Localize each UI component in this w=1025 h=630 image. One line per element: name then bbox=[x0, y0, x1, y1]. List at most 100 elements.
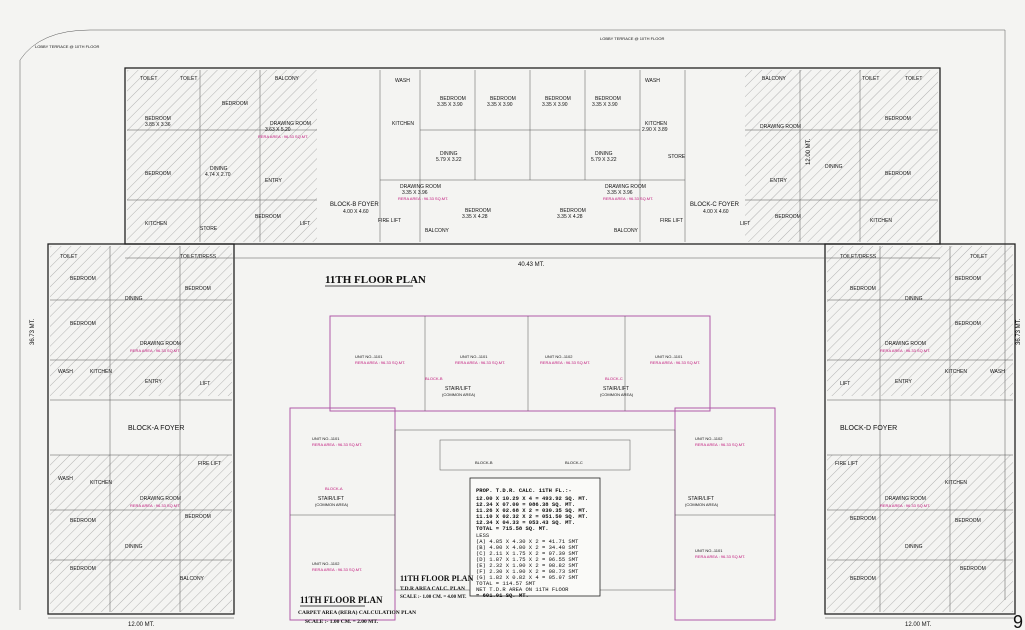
dimension-left: 36.73 MT. bbox=[30, 318, 36, 345]
room-label: BEDROOM bbox=[145, 116, 171, 122]
room-label: TOILET bbox=[862, 76, 879, 82]
calc-less-row: (B) 4.00 X 4.00 X 2 = 34.40 SMT bbox=[476, 544, 579, 551]
dimension-top-right-wing: 12.00 MT. bbox=[806, 138, 812, 165]
room-label: DINING bbox=[825, 164, 843, 170]
calc-less-row: (E) 2.32 X 1.90 X 2 = 08.82 SMT bbox=[476, 562, 579, 569]
room-label: BEDROOM bbox=[70, 321, 96, 327]
room-label: DRAWING ROOM bbox=[140, 496, 181, 502]
room-label: TOILET bbox=[180, 76, 197, 82]
room-label: KITCHEN bbox=[645, 121, 667, 127]
room-label: TOILET bbox=[140, 76, 157, 82]
rera-area-label: RERA AREA : 96.33 SQ.MT. bbox=[455, 360, 505, 365]
dimension-top: 40.43 MT. bbox=[518, 262, 545, 268]
rera-area-label: RERA AREA : 96.33 SQ.MT. bbox=[540, 360, 590, 365]
lobby-terrace-note: LOBBY TERRACE @ 10TH FLOOR bbox=[600, 36, 664, 41]
room-label: WASH bbox=[395, 78, 410, 84]
carpet-area-plan: UNIT NO.-1101 RERA AREA : 96.33 SQ.MT. U… bbox=[289, 315, 776, 621]
room-label: LIFT bbox=[300, 221, 310, 227]
calc-rows: 12.00 X 10.29 X 4 = 493.92 SQ. MT.12.34 … bbox=[476, 495, 588, 599]
right-wing-outline bbox=[824, 243, 1016, 615]
room-size: 3.35 X 4.28 bbox=[462, 214, 488, 220]
room-label: WASH bbox=[645, 78, 660, 84]
block-c-foyer-label: BLOCK-C FOYER bbox=[690, 202, 740, 208]
room-label: ENTRY bbox=[895, 379, 913, 385]
room-label: DINING bbox=[125, 296, 143, 302]
rera-area-label: RERA AREA : 96.33 SQ.MT. bbox=[880, 348, 930, 353]
unit-label: UNIT NO.-1102 bbox=[545, 354, 573, 359]
room-label: DINING bbox=[905, 296, 923, 302]
room-label: KITCHEN bbox=[870, 218, 892, 224]
room-label: STORE bbox=[668, 154, 686, 160]
flat-hatch-top-left bbox=[127, 70, 317, 242]
top-wing-partitions bbox=[127, 70, 938, 242]
room-label: BEDROOM bbox=[70, 566, 96, 572]
rera-area-label: RERA AREA : 96.33 SQ.MT. bbox=[312, 567, 362, 572]
common-area-label: (COMMON AREA) bbox=[442, 392, 476, 397]
flat-hatch-right-lower bbox=[827, 455, 1013, 612]
left-wing-outline bbox=[47, 243, 235, 615]
room-label: DRAWING ROOM bbox=[400, 184, 441, 190]
stair-lift-label: STAIR/LIFT bbox=[603, 386, 629, 392]
tdr-calc-plan: BLOCK-B BLOCK-C PROP. T.D.R. CALC. 11TH … bbox=[394, 429, 676, 599]
room-label: DINING bbox=[125, 544, 143, 550]
rera-area-label: RERA AREA : 96.33 SQ.MT. bbox=[355, 360, 405, 365]
common-area-label: (COMMON AREA) bbox=[600, 392, 634, 397]
room-size: 5.79 X 3.22 bbox=[591, 157, 617, 163]
room-label: ENTRY bbox=[265, 178, 283, 184]
calc-box bbox=[469, 477, 601, 597]
room-size: 4.74 X 2.70 bbox=[205, 172, 231, 178]
room-label: BALCONY bbox=[425, 228, 450, 234]
calc-row: 11.10 X 02.32 X 2 = 051.50 SQ. MT. bbox=[476, 513, 588, 520]
page-number: 9 bbox=[1013, 612, 1023, 630]
right-wing-partitions bbox=[827, 246, 1013, 612]
room-label: DINING bbox=[440, 151, 458, 157]
room-label: BEDROOM bbox=[850, 576, 876, 582]
room-label: BEDROOM bbox=[885, 116, 911, 122]
room-label: BEDROOM bbox=[850, 286, 876, 292]
room-label: BEDROOM bbox=[222, 101, 248, 107]
room-size: 3.35 X 3.90 bbox=[487, 102, 513, 108]
tdr-plan-title: 11TH FLOOR PLAN bbox=[400, 574, 474, 583]
tdr-subtitle: T.D.R AREA CALC. PLAN bbox=[400, 586, 465, 592]
room-label: BEDROOM bbox=[885, 171, 911, 177]
room-label: DINING bbox=[210, 166, 228, 172]
room-label: DRAWING ROOM bbox=[140, 341, 181, 347]
block-d-foyer-label: BLOCK-D FOYER bbox=[840, 425, 897, 432]
calc-less-row: (A) 4.85 X 4.30 X 2 = 41.71 SMT bbox=[476, 538, 579, 545]
room-label: KITCHEN bbox=[145, 221, 167, 227]
room-label: BEDROOM bbox=[955, 518, 981, 524]
rera-area-label: RERA AREA : 96.33 SQ.MT. bbox=[258, 134, 308, 139]
unit-label: UNIT NO.-1101 bbox=[460, 354, 488, 359]
room-label: BEDROOM bbox=[70, 276, 96, 282]
room-label: ENTRY bbox=[145, 379, 163, 385]
flat-hatch-right-upper bbox=[827, 246, 1013, 396]
calc-less-row: (C) 2.11 X 1.75 X 2 = 07.39 SMT bbox=[476, 550, 579, 557]
room-label: LIFT bbox=[200, 381, 210, 387]
room-label: BEDROOM bbox=[955, 276, 981, 282]
room-label: FIRE LIFT bbox=[835, 461, 858, 467]
rera-area-label: RERA AREA : 96.33 SQ.MT. bbox=[880, 503, 930, 508]
room-label: BEDROOM bbox=[70, 518, 96, 524]
dimension-right: 36.73 MT. bbox=[1016, 318, 1022, 345]
room-label: BEDROOM bbox=[560, 208, 586, 214]
tdr-scale: SCALE :- 1.00 CM. = 4.00 MT. bbox=[400, 595, 467, 600]
rera-area-label: RERA AREA : 96.33 SQ.MT. bbox=[650, 360, 700, 365]
room-labels: TOILET TOILET BALCONY BEDROOM 3.85 X 3.3… bbox=[58, 76, 1005, 582]
calc-less-total: TOTAL = 114.57 SMT bbox=[476, 580, 536, 587]
upper-plan-title: 11TH FLOOR PLAN bbox=[325, 274, 426, 286]
room-label: DRAWING ROOM bbox=[605, 184, 646, 190]
dimension-bottom-right: 12.00 MT. bbox=[905, 622, 932, 628]
calc-row: TOTAL = 715.58 SQ. MT. bbox=[476, 525, 549, 532]
block-b-foyer-label: BLOCK-B FOYER bbox=[330, 202, 379, 208]
calc-less-row: (D) 1.87 X 1.75 X 2 = 06.55 SMT bbox=[476, 556, 579, 563]
stair-lift-label: STAIR/LIFT bbox=[445, 386, 471, 392]
tdr-top-block bbox=[439, 439, 631, 471]
common-area-label: (COMMON AREA) bbox=[685, 502, 719, 507]
room-label: DINING bbox=[595, 151, 613, 157]
rera-area-label: RERA AREA : 96.33 SQ.MT. bbox=[695, 442, 745, 447]
carpet-scale: SCALE :- 1.00 CM. = 2.00 MT. bbox=[305, 619, 379, 625]
stair-lift-label: STAIR/LIFT bbox=[318, 496, 344, 502]
room-label: DRAWING ROOM bbox=[885, 341, 926, 347]
